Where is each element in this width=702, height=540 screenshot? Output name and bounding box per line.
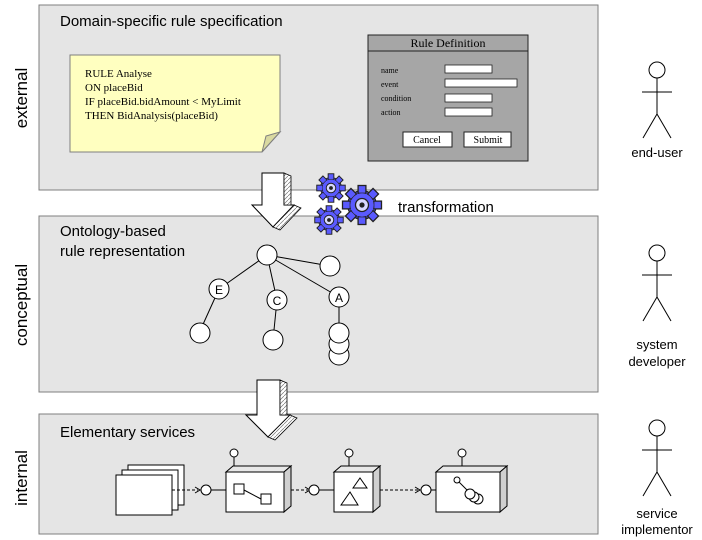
condition-node: [266, 289, 288, 311]
field-label-action: action: [381, 108, 401, 117]
field-label-condition: condition: [381, 94, 411, 103]
action-node-label: A: [335, 291, 343, 305]
field-label-name: name: [381, 66, 399, 75]
stick-figure-icon: [641, 244, 673, 322]
name-input[interactable]: [444, 64, 493, 74]
conceptual-layer-title-line1: Ontology-based: [60, 223, 166, 240]
system-developer-label-line1: system: [636, 337, 677, 352]
stick-figure-icon: [641, 61, 673, 139]
system-developer-label-line2: developer: [628, 354, 686, 369]
down-arrow-icon: [244, 379, 298, 441]
rule-line-1: RULE Analyse: [85, 68, 152, 80]
down-arrow-icon: [250, 172, 302, 231]
gear-icon: [341, 184, 383, 226]
stick-figure-icon: [641, 419, 673, 497]
rule-note: RULE Analyse ON placeBid IF placeBid.bid…: [69, 54, 282, 153]
condition-input[interactable]: [444, 93, 493, 103]
dialog-title: Rule Definition: [411, 36, 486, 50]
cancel-button[interactable]: [402, 131, 453, 148]
rule-line-2: ON placeBid: [85, 82, 143, 94]
event-node-label: E: [215, 283, 223, 297]
conceptual-side-label: conceptual: [12, 264, 31, 346]
internal-side-label: internal: [12, 450, 31, 506]
event-node: [208, 278, 230, 300]
action-node: [328, 286, 350, 308]
rule-line-4: THEN BidAnalysis(placeBid): [85, 110, 218, 122]
rule-line-3: IF placeBid.bidAmount < MyLimit: [85, 96, 241, 108]
service-implementor-label-line2: implementor: [621, 522, 693, 537]
conceptual-layer-panel: [38, 215, 599, 393]
field-label-event: event: [381, 80, 399, 89]
root-node: [256, 244, 278, 266]
tree-node: [319, 255, 341, 277]
event-input[interactable]: [444, 78, 518, 88]
external-side-label: external: [12, 68, 31, 128]
action-input[interactable]: [444, 107, 493, 117]
ontology-tree: [189, 244, 350, 366]
internal-layer-title: Elementary services: [60, 424, 195, 441]
cancel-button-label: Cancel: [413, 135, 441, 146]
submit-button-label: Submit: [474, 135, 503, 146]
submit-button[interactable]: [463, 131, 512, 148]
end-user-label: end-user: [631, 145, 683, 160]
tree-node: [328, 322, 350, 344]
external-layer-title: Domain-specific rule specification: [60, 13, 283, 30]
rule-definition-dialog: Rule Definition name event condition act…: [367, 34, 529, 162]
gear-icon: [314, 205, 344, 235]
conceptual-layer-title-line2: rule representation: [60, 243, 185, 260]
service-pipeline: [115, 448, 509, 516]
service-component: [333, 471, 374, 513]
transformation-label: transformation: [398, 199, 494, 216]
gear-icon: [316, 173, 346, 203]
service-implementor-label-line1: service: [636, 506, 677, 521]
condition-node-label: C: [273, 294, 282, 308]
tree-node: [189, 322, 211, 344]
tree-node: [262, 329, 284, 351]
